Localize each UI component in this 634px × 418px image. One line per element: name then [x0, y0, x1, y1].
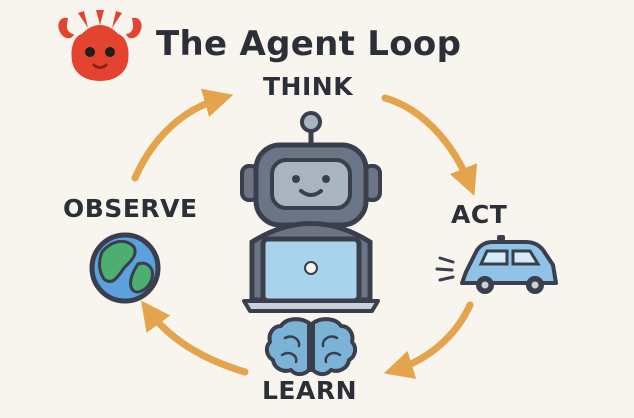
- title-area: The Agent Loop: [52, 6, 461, 82]
- arrow-think-to-act: [381, 94, 478, 196]
- act-label: ACT: [451, 200, 508, 229]
- learn-label: LEARN: [262, 376, 358, 405]
- lobster-logo-icon: [58, 10, 142, 81]
- car-icon: [435, 235, 558, 294]
- globe-icon: [89, 232, 161, 304]
- arrow-act-to-learn: [383, 301, 474, 379]
- arrow-learn-to-observe: [141, 300, 249, 376]
- think-label: THINK: [263, 72, 354, 101]
- arrow-observe-to-think: [131, 88, 234, 182]
- laptop-icon: [242, 236, 380, 313]
- observe-label: OBSERVE: [63, 194, 198, 223]
- page-title: The Agent Loop: [156, 24, 462, 64]
- brain-icon: [264, 317, 358, 377]
